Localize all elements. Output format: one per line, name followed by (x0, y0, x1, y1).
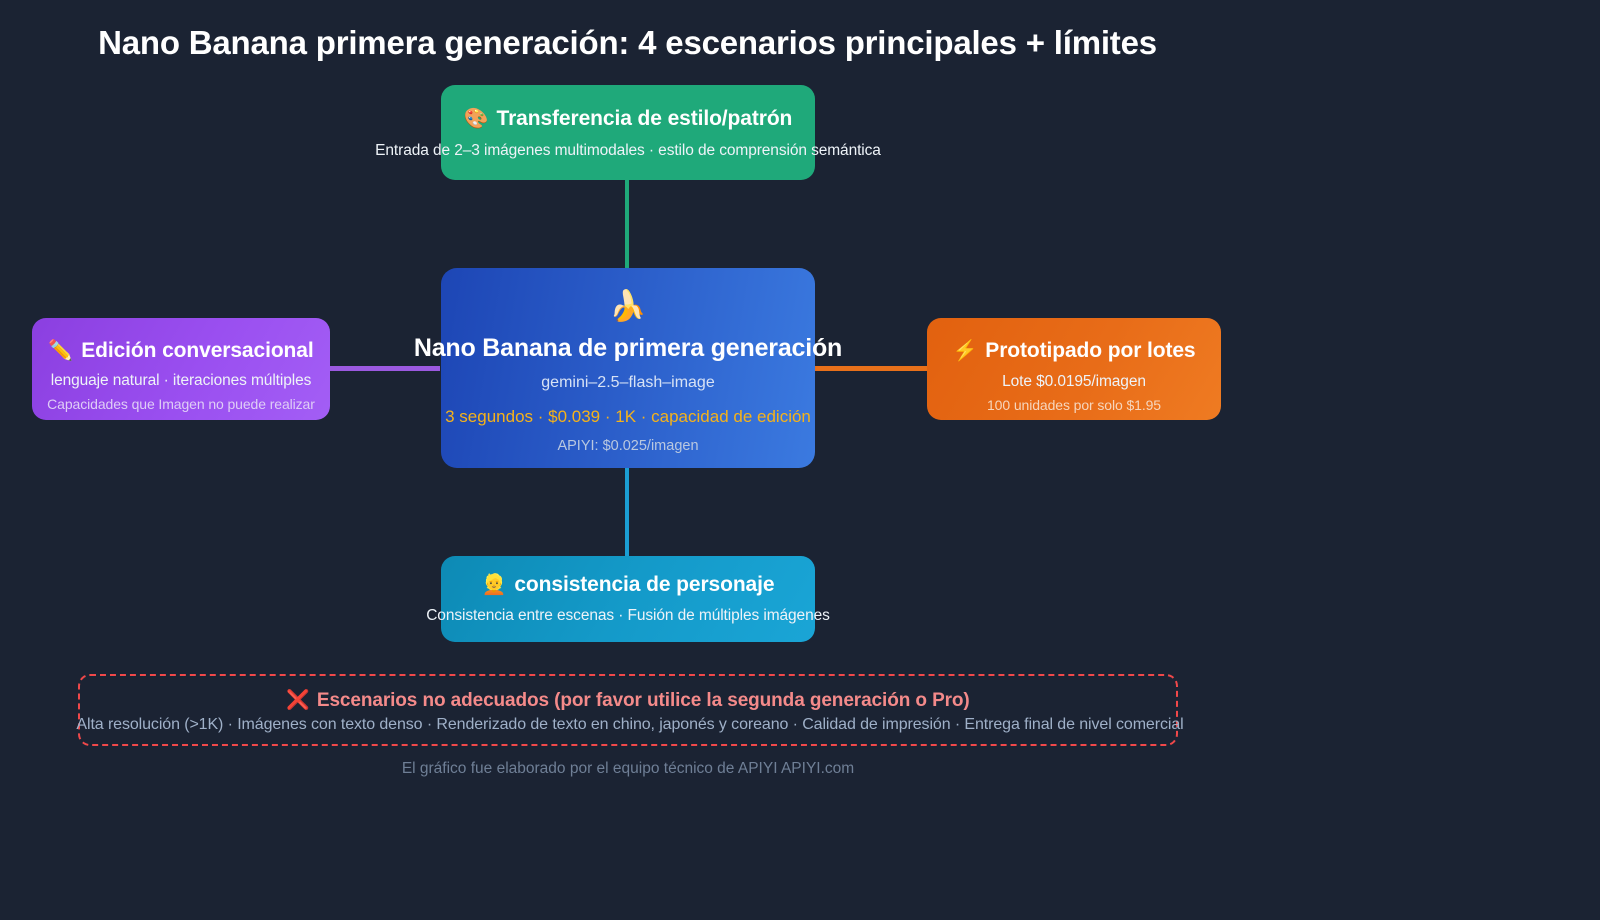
person-blond-hair-emoji: 👱 (481, 574, 507, 596)
warning-title: ❌ Escenarios no adecuados (por favor util… (78, 688, 1178, 712)
node-conversational-edit[interactable]: ✏️ Edición conversacional lenguaje natura… (32, 318, 330, 420)
node-batch-prototyping[interactable]: ⚡ Prototipado por lotes Lote $0.0195/imag… (927, 318, 1221, 420)
node-batch-prototyping-subtitle: Lote $0.0195/imagen (1002, 373, 1146, 390)
node-character-consistency-title: 👱 consistencia de personaje (441, 572, 815, 597)
cross-mark-emoji: ❌ (286, 690, 310, 711)
node-character-consistency-subtitle: Consistencia entre escenas · Fusión de m… (426, 607, 830, 624)
connector-center-to-character (625, 468, 629, 556)
palette-emoji: 🎨 (463, 108, 489, 130)
node-character-consistency-label: consistencia de personaje (514, 573, 775, 596)
node-center-nano-banana[interactable]: 🍌 Nano Banana de primera generación gemi… (414, 268, 842, 468)
node-style-transfer-subtitle: Entrada de 2–3 imágenes multimodales · e… (375, 142, 881, 159)
node-style-transfer-title: 🎨 Transferencia de estilo/patrón (441, 106, 815, 131)
warning-title-label: Escenarios no adecuados (por favor utili… (316, 690, 970, 711)
node-conversational-edit-title: ✏️ Edición conversacional (32, 338, 330, 363)
node-batch-prototyping-label: Prototipado por lotes (985, 339, 1196, 362)
footer-note: El gráfico fue elaborado por el equipo t… (401, 760, 855, 777)
page-title: Nano Banana primera generación: 4 escena… (98, 24, 1157, 61)
node-conversational-edit-subtitle2: Capacidades que Imagen no puede realizar (47, 396, 315, 412)
connector-center-to-batch (815, 366, 927, 371)
center-node-model: gemini–2.5–flash–image (541, 374, 715, 391)
node-style-transfer-label: Transferencia de estilo/patrón (496, 107, 793, 130)
node-style-transfer[interactable]: 🎨 Transferencia de estilo/patrón Entrada … (375, 85, 881, 180)
connector-center-to-style (625, 178, 629, 268)
pencil-emoji: ✏️ (48, 340, 74, 362)
node-conversational-edit-subtitle: lenguaje natural · iteraciones múltiples (50, 372, 312, 389)
lightning-bolt-emoji: ⚡ (952, 340, 978, 362)
node-batch-prototyping-title: ⚡ Prototipado por lotes (927, 338, 1221, 363)
center-node-price: APIYI: $0.025/imagen (557, 438, 699, 454)
warning-subtitle: Alta resolución (>1K) · Imágenes con tex… (76, 716, 1184, 733)
banana-emoji: 🍌 (609, 290, 647, 323)
node-conversational-edit-label: Edición conversacional (81, 339, 314, 362)
node-character-consistency[interactable]: 👱 consistencia de personaje Consistencia … (426, 556, 830, 642)
node-batch-prototyping-subtitle2: 100 unidades por solo $1.95 (987, 397, 1161, 413)
connector-center-to-edit (330, 366, 440, 371)
warning-box (78, 674, 1178, 746)
center-node-specs: 3 segundos · $0.039 · 1K · capacidad de … (445, 407, 811, 426)
center-node-title: Nano Banana de primera generación (413, 334, 843, 362)
